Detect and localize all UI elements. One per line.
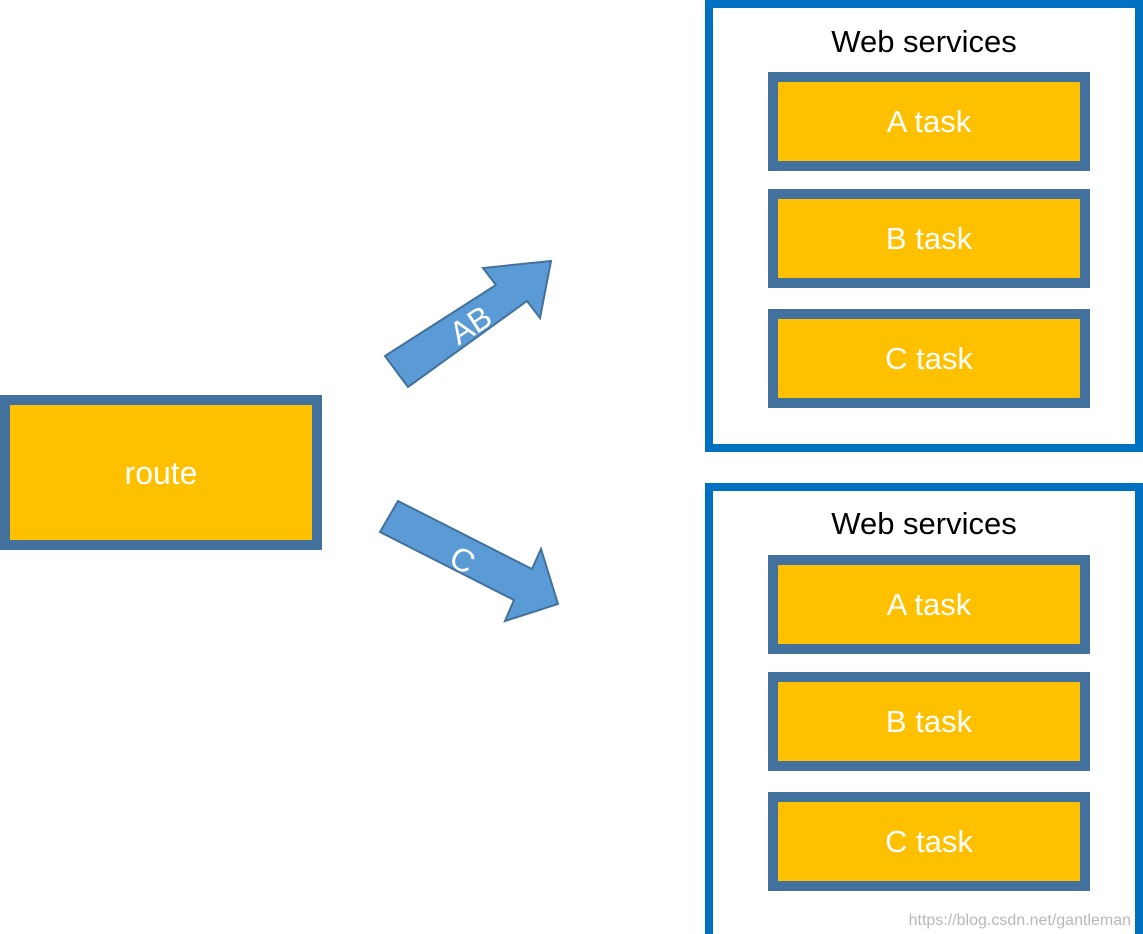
c-task-node: C task [768, 792, 1090, 891]
task-label: C task [885, 340, 973, 376]
arrow-ab: AB [383, 259, 553, 389]
web-services-title: Web services [831, 506, 1017, 541]
web-services-title: Web services [831, 24, 1017, 59]
task-label: A task [886, 586, 972, 622]
b-task-node: B task [768, 189, 1090, 288]
task-label: B task [885, 220, 973, 256]
web-services-group-1: Web services A task B task C task [705, 0, 1143, 452]
arrow-c: C [378, 499, 560, 623]
b-task-node: B task [768, 672, 1090, 771]
route-node: route [0, 395, 322, 550]
route-label: route [124, 455, 198, 491]
a-task-node: A task [768, 72, 1090, 171]
web-services-group-2: Web services A task B task C task [705, 483, 1143, 934]
watermark: https://blog.csdn.net/gantleman [908, 912, 1131, 929]
task-label: B task [885, 703, 973, 739]
a-task-node: A task [768, 555, 1090, 654]
task-label: C task [885, 823, 973, 859]
task-label: A task [886, 103, 972, 139]
c-task-node: C task [768, 309, 1090, 408]
